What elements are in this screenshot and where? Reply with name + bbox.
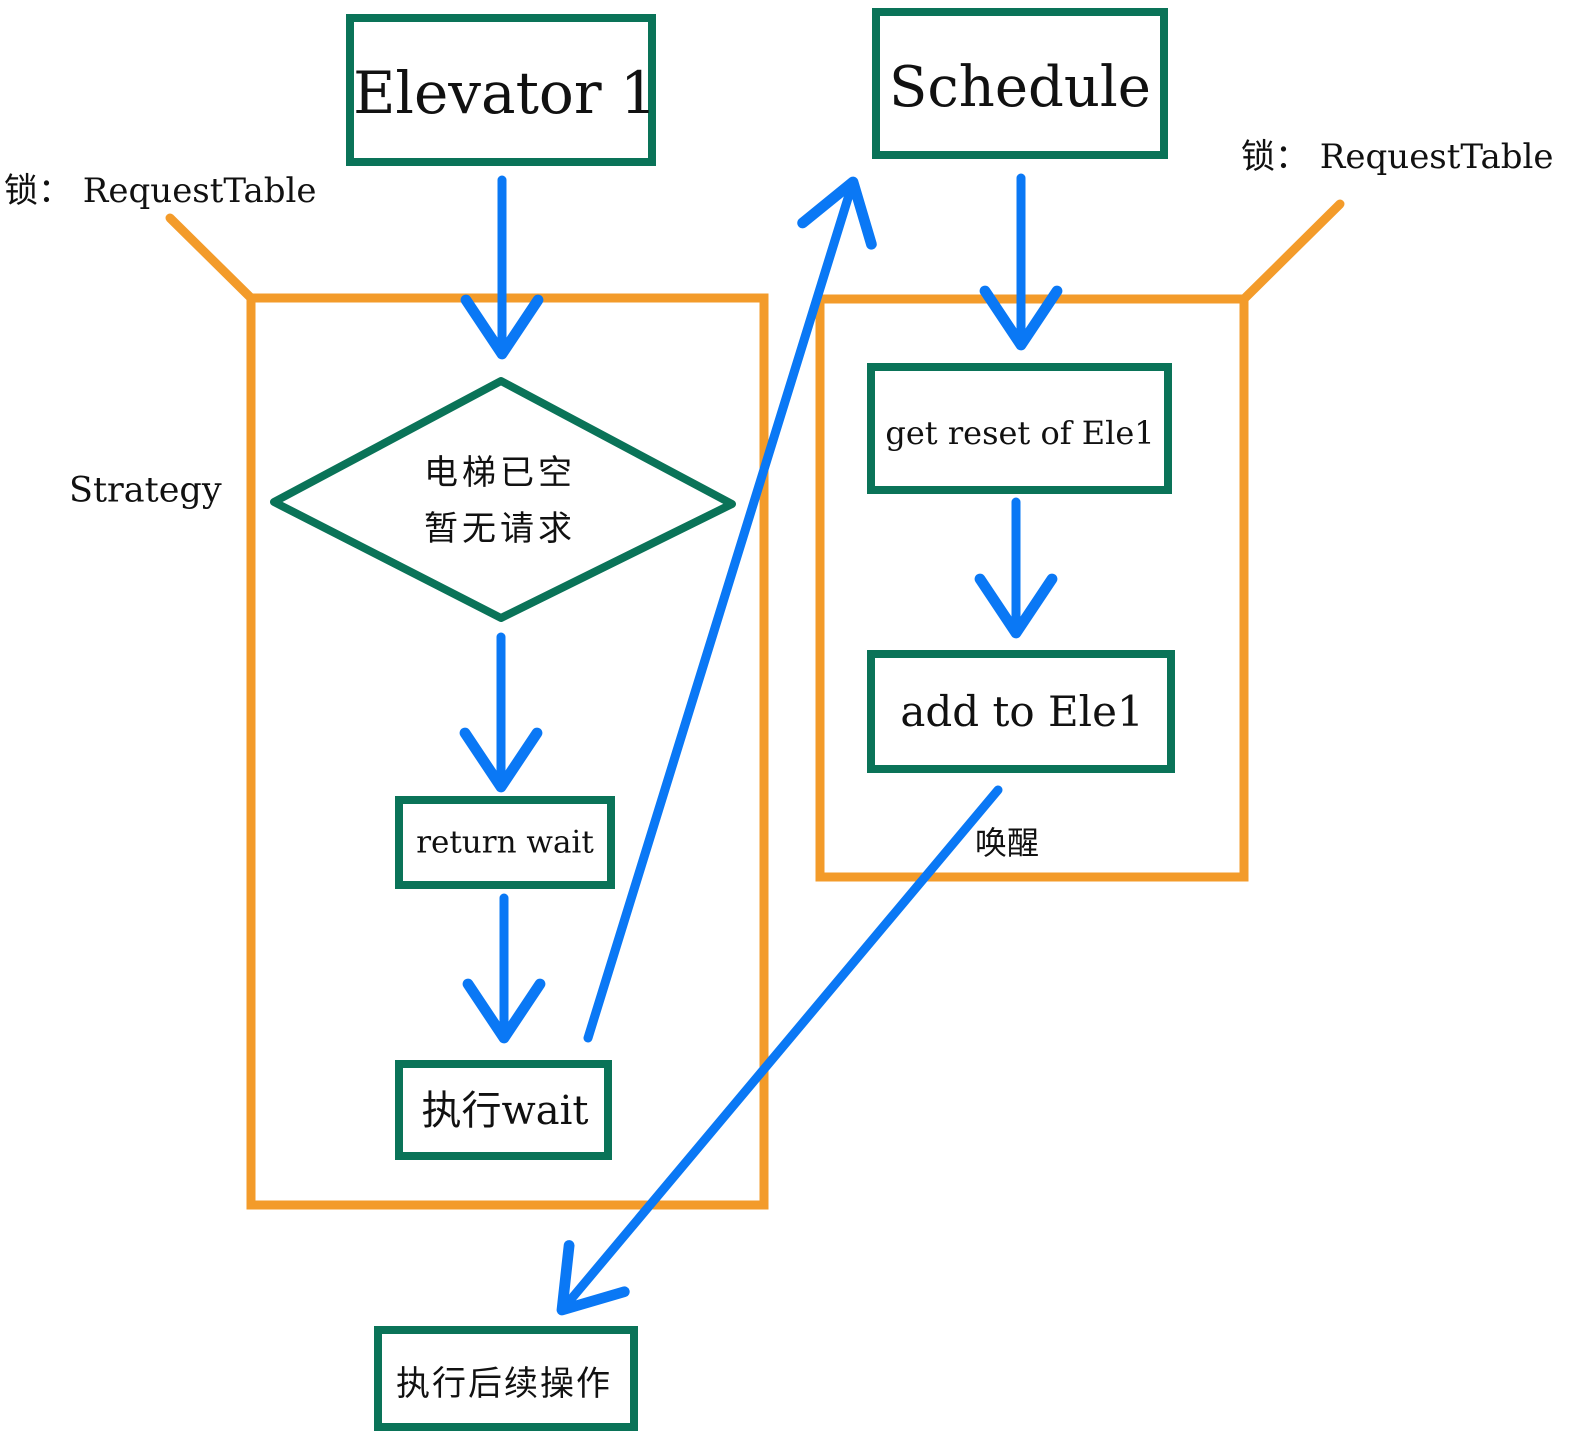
elevator-label: Elevator 1 — [353, 59, 657, 127]
get-reset-box — [867, 363, 1172, 494]
exec-wait-label: 执行wait — [421, 1088, 589, 1134]
strategy-lock-leader — [165, 213, 256, 303]
return-wait-box — [395, 796, 615, 889]
elevator-box — [346, 14, 656, 166]
get-reset-label: get reset of Ele1 — [885, 414, 1155, 452]
arrow-exec-wait-to-schedule — [583, 176, 877, 1043]
wake-label: 唤醒 — [975, 824, 1040, 862]
schedule-label: Schedule — [889, 55, 1151, 120]
add-to-box — [867, 650, 1175, 773]
strategy-lock-frame — [246, 293, 769, 1210]
exec-wait-box — [395, 1060, 612, 1160]
strategy-label: Strategy — [69, 470, 222, 511]
schedule-lock-frame — [815, 294, 1249, 882]
follow-up-label: 执行后续操作 — [396, 1364, 612, 1404]
follow-up-box — [374, 1326, 638, 1431]
add-to-label: add to Ele1 — [900, 687, 1144, 736]
schedule-box — [872, 8, 1168, 159]
lock-label-right: 锁： RequestTable — [1241, 137, 1554, 177]
decision-label-line2: 暂无请求 — [424, 509, 576, 549]
arrow-wake-to-follow-up — [556, 785, 1003, 1316]
lock-label-left: 锁： RequestTable — [4, 171, 317, 211]
return-wait-label: return wait — [416, 824, 594, 861]
decision-diamond — [270, 377, 736, 622]
schedule-lock-leader — [1239, 199, 1345, 304]
decision-label-line1: 电梯已空 — [424, 453, 576, 493]
